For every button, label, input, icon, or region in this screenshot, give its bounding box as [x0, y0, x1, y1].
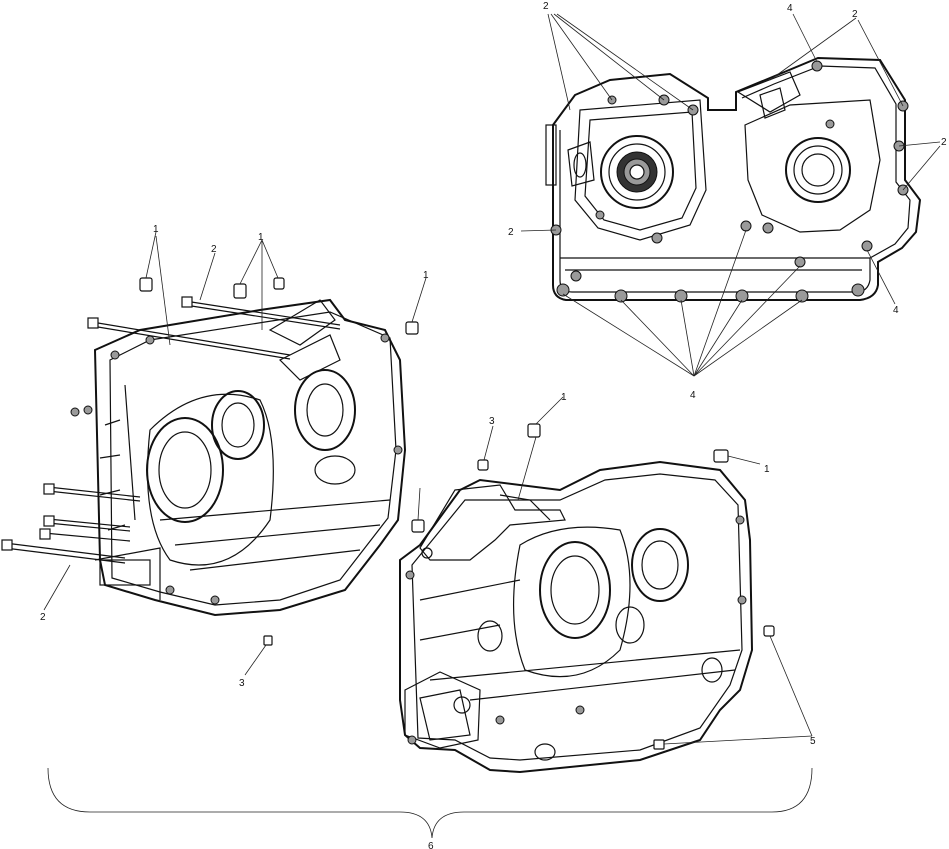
leader-lines: [43, 13, 941, 745]
assembly-brace: [47, 767, 813, 839]
callout-2-left-bottom-bolt: 2: [40, 612, 46, 623]
callout-2-top-right: 2: [852, 9, 858, 20]
callout-1-left-mid: 1: [258, 232, 264, 243]
left-crankcase-half: [1, 277, 419, 646]
callout-2-left-edge: 2: [508, 227, 514, 238]
assembled-crankcase-side-view: [545, 56, 922, 303]
callout-1-left-right: 1: [423, 270, 429, 281]
callout-2-right-edge: 2: [941, 137, 947, 148]
right-crankcase-half: [399, 423, 775, 774]
callout-1-right-top: 1: [561, 392, 567, 403]
callout-2-left-top-bolt: 2: [211, 244, 217, 255]
callout-labels: 1 1 1 1 1 2 2 2 2 2 2 3 3 4 4 4 5 6: [40, 1, 947, 849]
callout-4-top: 4: [787, 3, 793, 14]
callout-4-right: 4: [893, 305, 899, 316]
callout-3-right: 3: [489, 416, 495, 427]
callout-6: 6: [428, 841, 434, 849]
callout-1-left-top: 1: [153, 224, 159, 235]
dowel-pins-left: [139, 277, 419, 646]
dowel-pins-right: [411, 423, 775, 750]
callout-3-left: 3: [239, 678, 245, 689]
callout-2-top-left: 2: [543, 1, 549, 12]
callout-1-right-side: 1: [764, 464, 770, 475]
callout-5: 5: [810, 736, 816, 747]
long-bolts-left: [1, 296, 341, 564]
callout-4-bottom: 4: [690, 390, 696, 401]
